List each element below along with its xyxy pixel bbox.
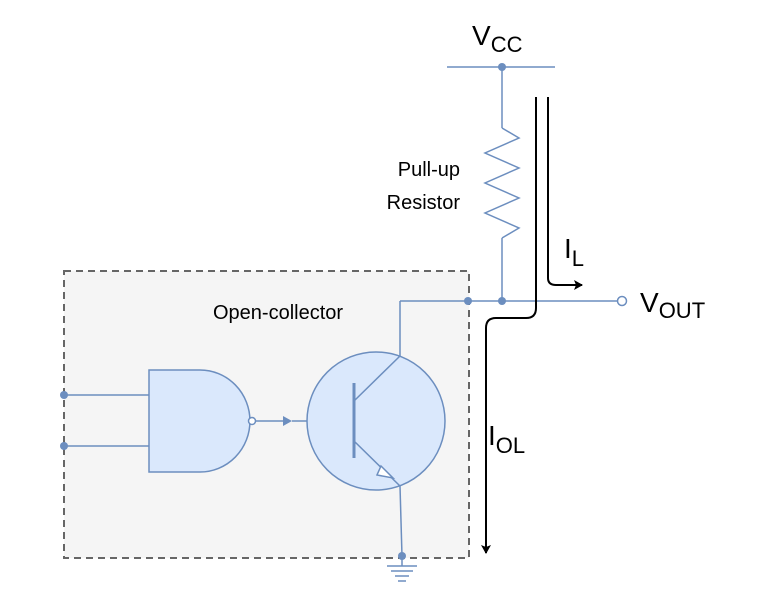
pullup-label-line1: Pull-up [398,159,460,181]
il-current-arrow [547,97,583,290]
input-b-node [60,442,68,450]
nand-bubble [247,416,257,426]
box-edge-node [464,297,472,305]
iol-label: IOL [488,420,525,458]
transistor-body [306,351,446,491]
pullup-resistor [483,127,521,239]
nand-gate [148,369,251,473]
input-a-node [60,391,68,399]
vout-terminal [616,295,628,307]
ground-icon [387,556,417,582]
transistor-collector-lead [353,355,401,402]
emitter-to-ground-wire [399,485,403,557]
emitter-arrow [375,464,396,480]
vout-label: VOUT [640,287,705,323]
pullup-label-line2: Resistor [387,192,461,214]
vcc-label: VCC [472,20,523,57]
open-collector-label: Open-collector [213,302,343,324]
iol-current-arrow [481,97,537,554]
il-label: IL [564,233,584,271]
gate-to-base-arrowhead [283,416,292,426]
output-node [498,297,506,305]
